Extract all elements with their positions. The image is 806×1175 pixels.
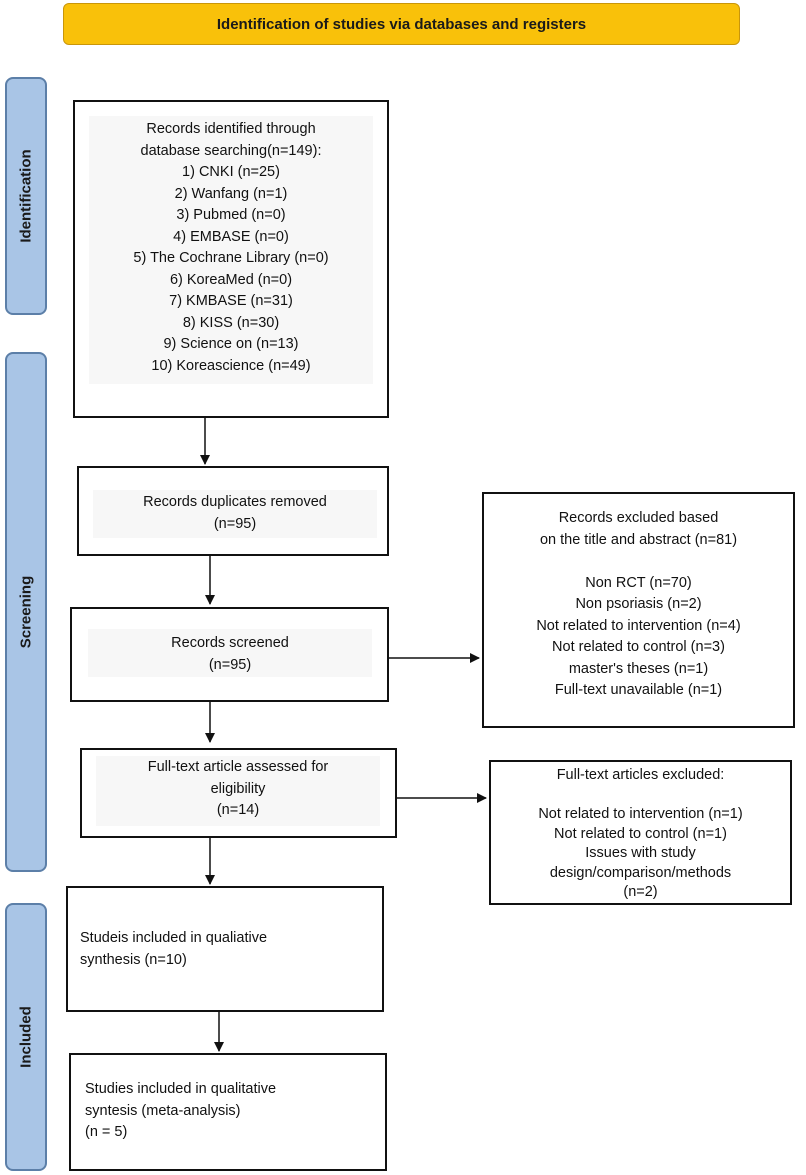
screened-text: Records screened (n=95) bbox=[88, 629, 372, 677]
phase-screening: Screening bbox=[5, 352, 47, 872]
fulltext-excluded-line: Not related to control (n=1) bbox=[554, 825, 727, 842]
identified-line: Records identified through bbox=[146, 121, 316, 137]
fulltext-excluded-line: Issues with study bbox=[585, 845, 696, 861]
header-banner: Identification of studies via databases … bbox=[63, 3, 740, 45]
excluded-title-line: master's theses (n=1) bbox=[568, 660, 709, 677]
identified-line: 5) The Cochrane Library (n=0) bbox=[133, 250, 329, 266]
fulltext-excluded-line: (n=2) bbox=[623, 884, 658, 900]
excluded-title-line bbox=[484, 551, 793, 573]
fulltext-excluded-line bbox=[491, 786, 790, 806]
screened-box: Records screened (n=95) bbox=[70, 607, 389, 702]
duplicates-line: (n=95) bbox=[213, 515, 257, 532]
identified-box: Records identified through database sear… bbox=[73, 100, 389, 418]
meta-line: syntesis (meta-analysis) bbox=[85, 1102, 241, 1119]
excluded-title-line: Not related to control (n=3) bbox=[552, 639, 725, 655]
phase-included: Included bbox=[5, 903, 47, 1171]
qualitative-line: synthesis (n=10) bbox=[80, 951, 187, 968]
qualitative-line: Studeis included in qualiative bbox=[80, 930, 268, 946]
fulltext-excluded-line: Full-text articles excluded: bbox=[556, 767, 725, 783]
excluded-title-text: Records excluded based on the title and … bbox=[484, 508, 793, 702]
identified-text: Records identified through database sear… bbox=[89, 116, 373, 384]
screened-line: (n=95) bbox=[208, 656, 252, 673]
identified-line: 4) EMBASE (n=0) bbox=[173, 228, 289, 245]
identified-line: 8) KISS (n=30) bbox=[182, 314, 280, 331]
identified-line: 1) CNKI (n=25) bbox=[182, 164, 280, 180]
meta-text: Studies included in qualitative syntesis… bbox=[85, 1079, 375, 1144]
duplicates-box: Records duplicates removed (n=95) bbox=[77, 466, 389, 556]
duplicates-line: Records duplicates removed bbox=[143, 494, 327, 510]
excluded-title-line: on the title and abstract (n=81) bbox=[539, 531, 738, 548]
qualitative-box: Studeis included in qualiative synthesis… bbox=[66, 886, 384, 1012]
identified-line: 7) KMBASE (n=31) bbox=[169, 293, 293, 309]
fulltext-line: eligibility bbox=[210, 780, 266, 797]
duplicates-text: Records duplicates removed (n=95) bbox=[93, 490, 377, 538]
fulltext-line: Full-text article assessed for bbox=[147, 759, 329, 775]
fulltext-line: (n=14) bbox=[216, 802, 260, 818]
excluded-title-line: Full-text unavailable (n=1) bbox=[554, 682, 723, 698]
fulltext-box: Full-text article assessed for eligibili… bbox=[80, 748, 397, 838]
qualitative-text: Studeis included in qualiative synthesis… bbox=[80, 928, 370, 971]
identified-line: 6) KoreaMed (n=0) bbox=[169, 271, 293, 288]
meta-line: Studies included in qualitative bbox=[85, 1081, 277, 1097]
header-title: Identification of studies via databases … bbox=[216, 15, 587, 33]
excluded-title-line: Not related to intervention (n=4) bbox=[536, 617, 741, 634]
meta-box: Studies included in qualitative syntesis… bbox=[69, 1053, 387, 1171]
fulltext-text: Full-text article assessed for eligibili… bbox=[96, 756, 380, 826]
fulltext-excluded-box: Full-text articles excluded: Not related… bbox=[489, 760, 792, 905]
identified-line: 3) Pubmed (n=0) bbox=[176, 207, 286, 223]
identified-line: 2) Wanfang (n=1) bbox=[174, 185, 288, 202]
identified-line: database searching(n=149): bbox=[140, 142, 322, 159]
meta-line: (n = 5) bbox=[85, 1124, 128, 1140]
identified-line: 9) Science on (n=13) bbox=[163, 336, 299, 352]
identified-line: 10) Koreascience (n=49) bbox=[151, 357, 311, 374]
excluded-title-line: Records excluded based bbox=[558, 510, 719, 526]
excluded-title-line: Non RCT (n=70) bbox=[585, 574, 692, 591]
excluded-title-line: Non psoriasis (n=2) bbox=[575, 596, 702, 612]
phase-identification: Identification bbox=[5, 77, 47, 315]
fulltext-excluded-text: Full-text articles excluded: Not related… bbox=[491, 766, 790, 903]
screened-line: Records screened bbox=[171, 635, 289, 651]
fulltext-excluded-line: Not related to intervention (n=1) bbox=[538, 806, 743, 822]
excluded-title-box: Records excluded based on the title and … bbox=[482, 492, 795, 728]
fulltext-excluded-line: design/comparison/methods bbox=[549, 864, 732, 881]
